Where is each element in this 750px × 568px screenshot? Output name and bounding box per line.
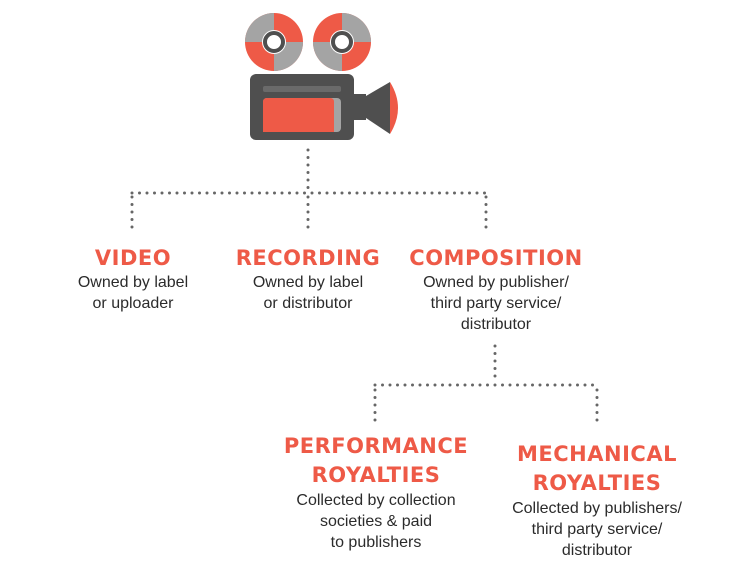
node-recording-description: Owned by label or distributor	[252, 274, 364, 312]
node-video: VIDEO Owned by label or uploader	[38, 244, 228, 314]
left-reel-icon	[245, 13, 303, 71]
node-performance-description: Collected by collection societies & paid…	[296, 492, 456, 551]
film-camera-icon	[230, 8, 415, 153]
node-performance-royalties: PERFORMANCE ROYALTIES Collected by colle…	[258, 432, 494, 553]
node-mechanical-royalties: MECHANICAL ROYALTIES Collected by publis…	[485, 440, 709, 561]
node-performance-title: PERFORMANCE ROYALTIES	[283, 434, 469, 487]
node-recording: RECORDING Owned by label or distributor	[203, 244, 413, 314]
node-composition: COMPOSITION Owned by publisher/ third pa…	[386, 244, 606, 335]
node-mechanical-title: MECHANICAL ROYALTIES	[517, 442, 677, 495]
node-composition-title: COMPOSITION	[409, 246, 583, 270]
node-composition-description: Owned by publisher/ third party service/…	[423, 274, 569, 333]
node-video-title: VIDEO	[94, 246, 172, 270]
node-mechanical-description: Collected by publishers/ third party ser…	[512, 500, 682, 559]
node-video-description: Owned by label or uploader	[77, 274, 189, 312]
node-recording-title: RECORDING	[235, 246, 381, 270]
right-reel-icon	[313, 13, 371, 71]
